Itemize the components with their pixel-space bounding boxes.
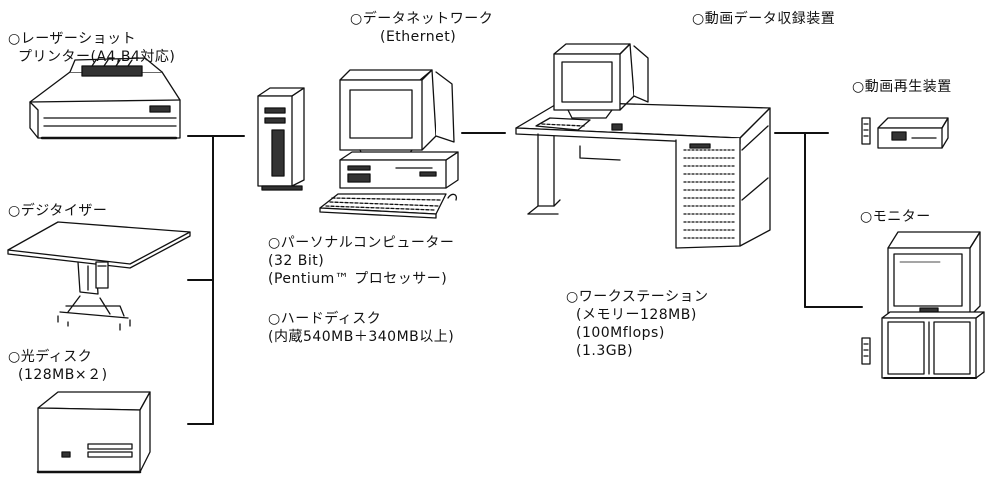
laser-printer-illustration bbox=[29, 57, 181, 140]
monitor-cabinet-illustration bbox=[861, 311, 985, 379]
pc-monitor-illustration bbox=[339, 69, 455, 159]
label-line: ○モニター bbox=[860, 209, 931, 225]
label-line: ○データネットワーク bbox=[350, 11, 494, 27]
digitizer-illustration bbox=[7, 221, 191, 331]
label-line: プリンター(A4,B4対応) bbox=[18, 49, 176, 65]
personal-computer-label: ○パーソナルコンピューター (32 Bit) (Pentium™ プロセッサー) bbox=[268, 234, 454, 288]
pc-desktop-unit-illustration bbox=[339, 151, 459, 189]
label-line: ○動画再生装置 bbox=[852, 79, 952, 95]
tv-monitor-illustration bbox=[887, 231, 981, 317]
label-line: ○パーソナルコンピューター bbox=[268, 235, 455, 251]
pc-tower-illustration bbox=[257, 87, 305, 191]
laser-printer-label: ○レーザーショット プリンター(A4,B4対応) bbox=[8, 30, 175, 66]
workstation-monitor-illustration bbox=[553, 43, 649, 119]
data-network-label: ○データネットワーク (Ethernet) bbox=[350, 10, 493, 46]
label-line: (メモリー128MB) bbox=[576, 307, 697, 323]
workstation-label: ○ワークステーション (メモリー128MB) (100Mflops) (1.3G… bbox=[566, 288, 709, 360]
label-line: (100Mflops) bbox=[576, 325, 665, 341]
label-line: ○デジタイザー bbox=[8, 203, 108, 219]
label-line: (32 Bit) bbox=[268, 253, 325, 269]
connection-lines bbox=[187, 132, 863, 425]
label-line: (1.3GB) bbox=[576, 343, 634, 359]
hard-disk-label: ○ハードディスク (内蔵540MB＋340MB以上) bbox=[268, 310, 454, 346]
video-player-illustration bbox=[861, 117, 949, 149]
video-player-label: ○動画再生装置 bbox=[852, 78, 952, 96]
digitizer-label: ○デジタイザー bbox=[8, 202, 107, 220]
label-line: ○ワークステーション bbox=[566, 289, 709, 305]
label-line: (Ethernet) bbox=[380, 29, 457, 45]
workstation-keyboard-illustration bbox=[535, 117, 623, 131]
label-line: ○レーザーショット bbox=[8, 31, 137, 47]
video-recorder-label: ○動画データ収録装置 bbox=[692, 10, 835, 28]
label-line: ○ハードディスク bbox=[268, 311, 382, 327]
keyboard-illustration bbox=[319, 193, 458, 219]
label-line: (128MB×２) bbox=[18, 367, 108, 383]
optical-disk-illustration bbox=[36, 391, 151, 474]
label-line: (内蔵540MB＋340MB以上) bbox=[268, 329, 455, 345]
monitor-label: ○モニター bbox=[860, 208, 931, 226]
label-line: ○動画データ収録装置 bbox=[692, 11, 836, 27]
optical-disk-label: ○光ディスク (128MB×２) bbox=[8, 348, 108, 384]
label-line: (Pentium™ プロセッサー) bbox=[268, 271, 448, 287]
label-line: ○光ディスク bbox=[8, 349, 93, 365]
